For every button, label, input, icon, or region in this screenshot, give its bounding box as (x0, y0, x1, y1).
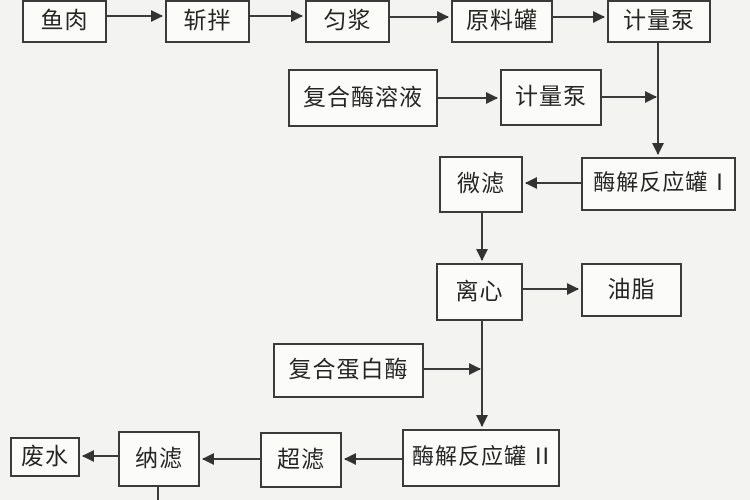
node-hydrolysis-reactor-1: 酶解反应罐 I (581, 157, 736, 211)
node-fish: 鱼肉 (22, 0, 107, 43)
node-metering-pump-1: 计量泵 (607, 0, 711, 43)
node-oil: 油脂 (581, 263, 682, 317)
node-wastewater: 废水 (10, 437, 80, 477)
node-homogenate: 匀浆 (305, 0, 390, 43)
node-ultrafiltration: 超滤 (260, 432, 342, 488)
node-metering-pump-2: 计量泵 (500, 69, 602, 126)
node-centrifuge: 离心 (436, 263, 523, 321)
node-nanofiltration: 纳滤 (118, 431, 200, 487)
node-compound-protease: 复合蛋白酶 (273, 343, 424, 398)
node-chop: 斩拌 (165, 0, 250, 43)
node-raw-material-tank: 原料罐 (451, 0, 553, 43)
node-microfiltration: 微滤 (439, 156, 523, 213)
node-hydrolysis-reactor-2: 酶解反应罐 II (402, 429, 560, 487)
node-compound-enzyme-solution: 复合酶溶液 (288, 69, 438, 127)
